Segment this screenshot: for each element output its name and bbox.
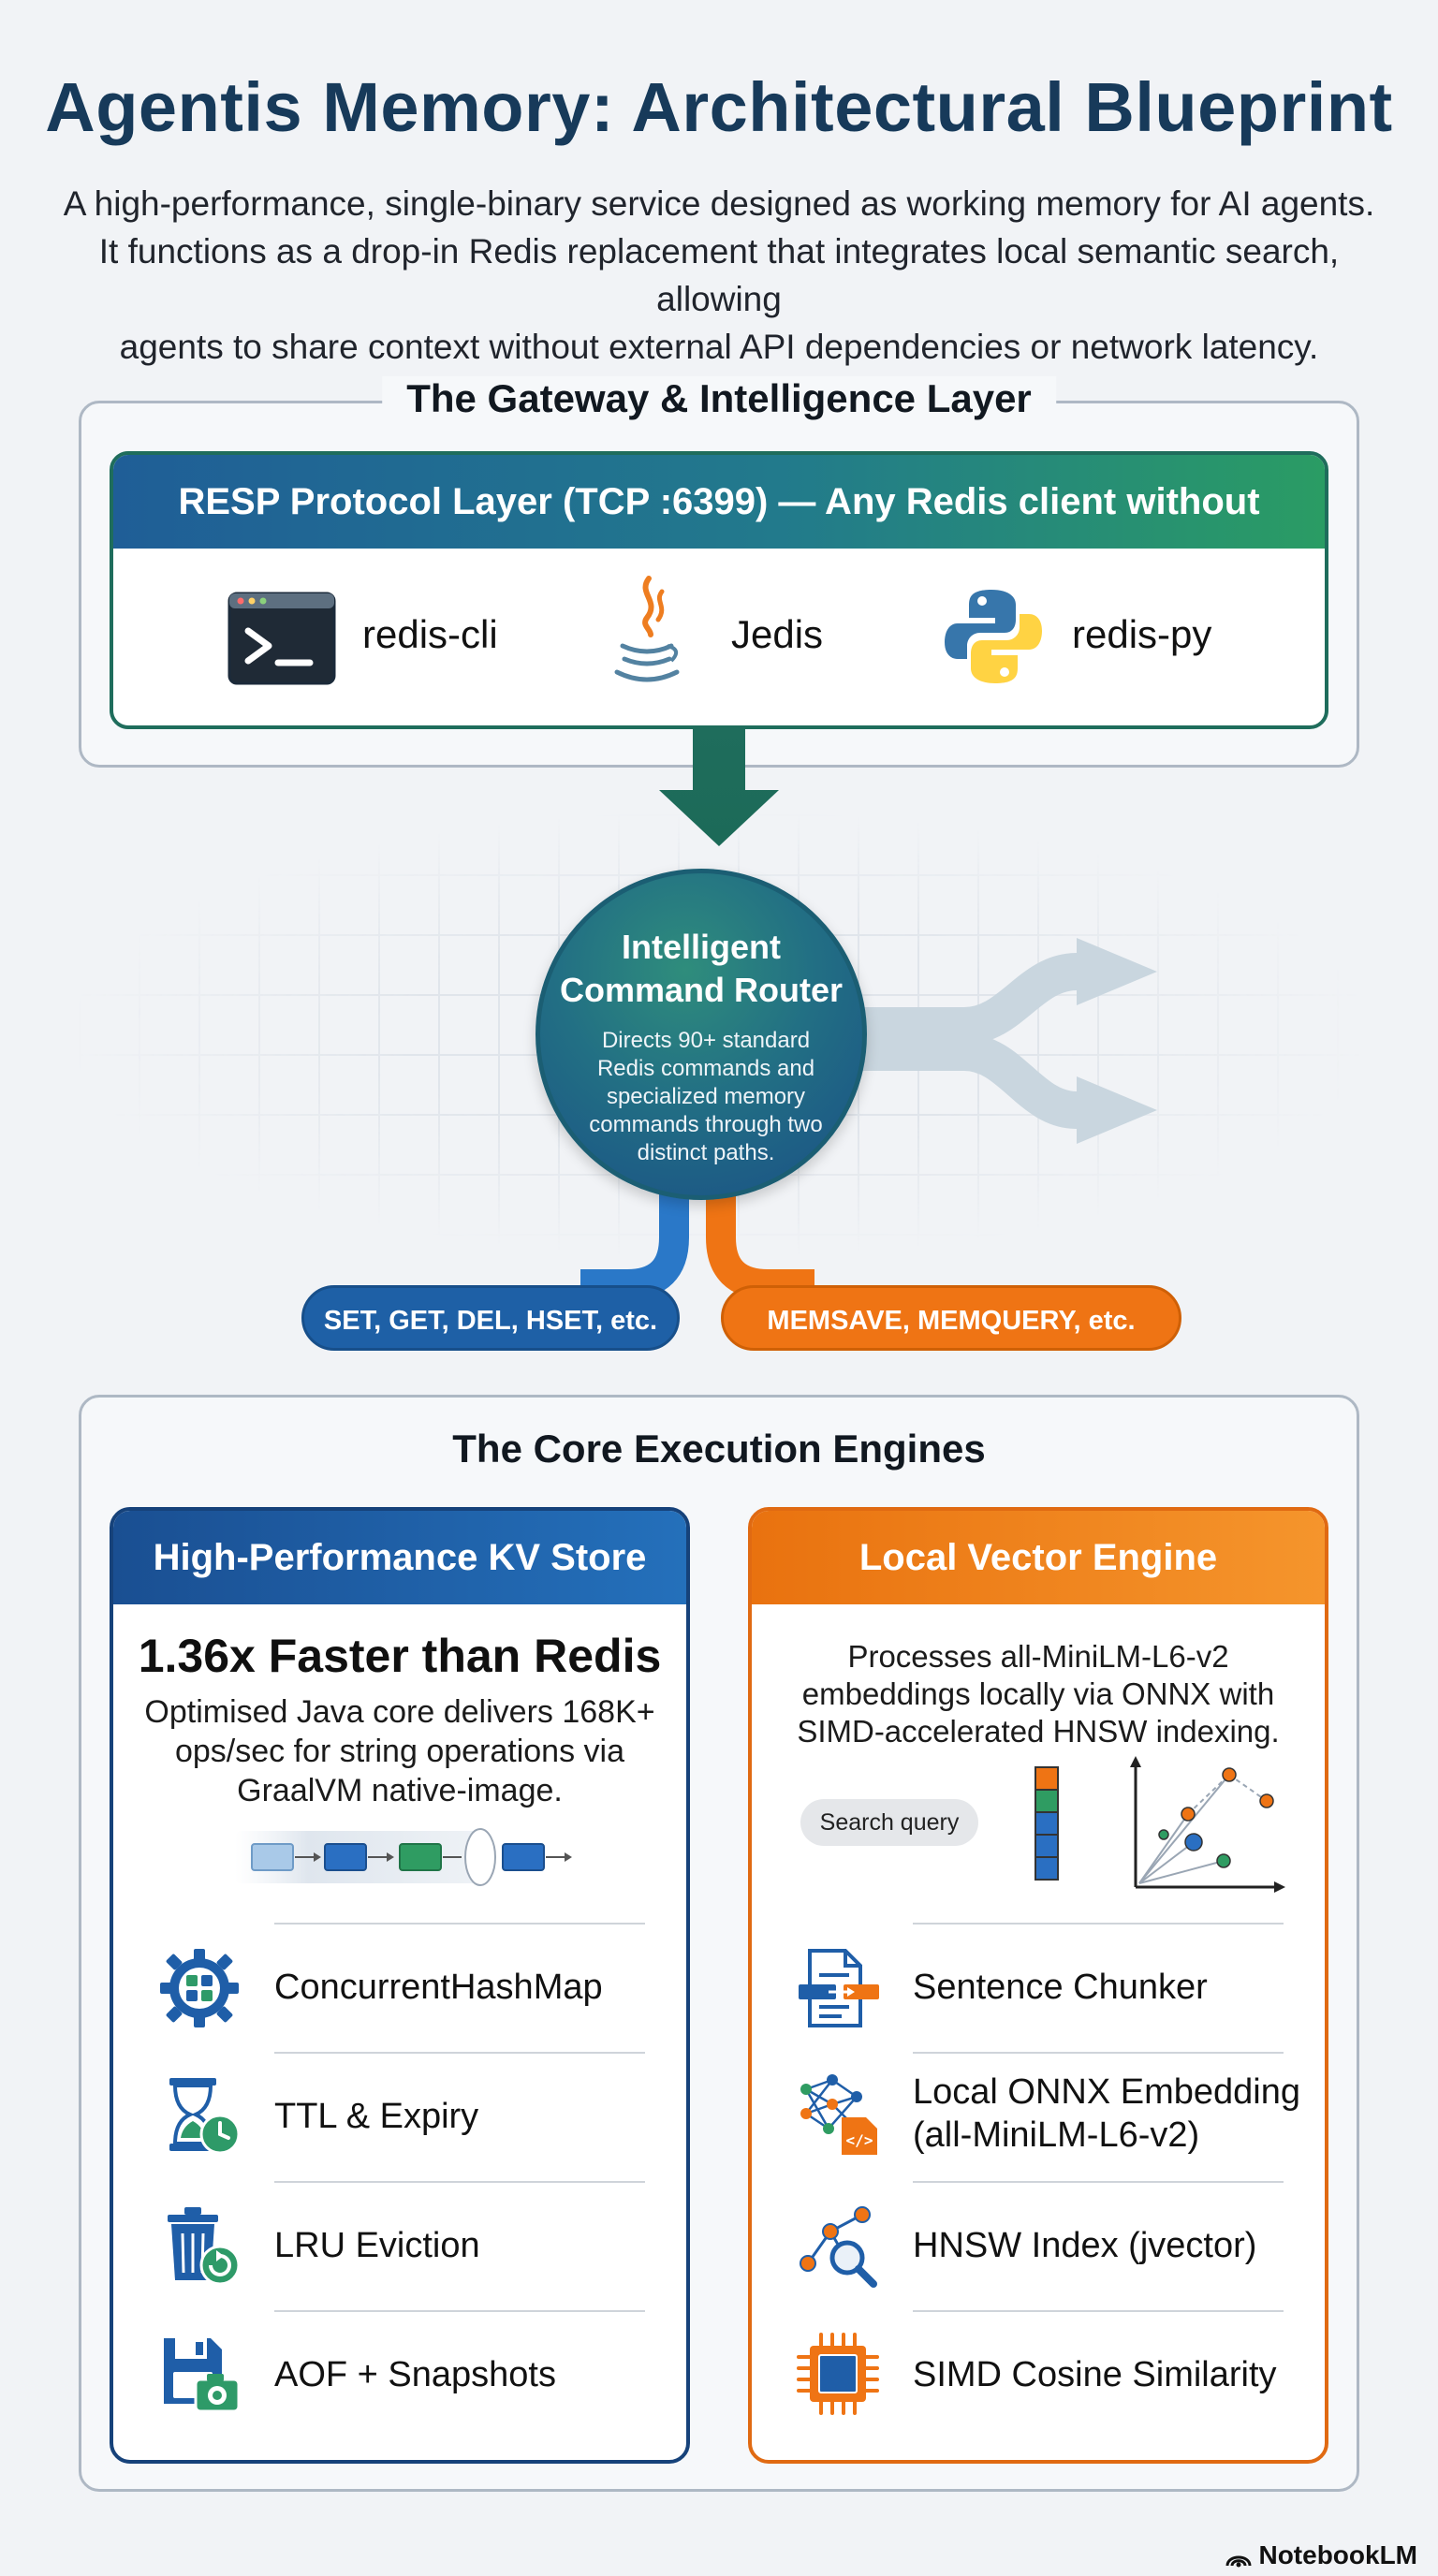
terminal-icon — [227, 592, 336, 685]
vector-feature-label: SIMD Cosine Similarity — [913, 2355, 1277, 2394]
search-query-pill: Search query — [800, 1799, 978, 1846]
vector-engine-title: Local Vector Engine — [752, 1511, 1325, 1604]
divider — [913, 2181, 1284, 2183]
kv-feature-label: AOF + Snapshots — [274, 2355, 556, 2394]
pipeline-icon — [235, 1828, 572, 1886]
resp-protocol-label: RESP Protocol Layer (TCP :6399) — Any Re… — [113, 455, 1325, 616]
route-pill-kv: SET, GET, DEL, HSET, etc. — [301, 1285, 680, 1351]
engines-section-title: The Core Execution Engines — [452, 1427, 986, 1471]
trash-recycle-icon — [168, 2207, 241, 2286]
subtitle-line: agents to share context without external… — [119, 328, 1319, 366]
branding: NotebookLM — [1225, 2540, 1417, 2570]
document-chunk-icon — [799, 1949, 879, 2027]
client-label-redis-py: redis-py — [1072, 612, 1212, 656]
neural-network-icon: </> — [800, 2074, 877, 2155]
branding-label: NotebookLM — [1258, 2540, 1417, 2569]
kv-feature-label: LRU Eviction — [274, 2226, 480, 2265]
svg-text:</>: </> — [846, 2131, 873, 2149]
kv-store-card: High-Performance KV Store 1.36x Faster t… — [110, 1507, 690, 2464]
vector-description: Processes all-MiniLM-L6-v2 embeddings lo… — [797, 1639, 1280, 1749]
kv-feature-label: ConcurrentHashMap — [274, 1968, 603, 2007]
divider — [274, 2052, 645, 2054]
divider — [274, 2181, 645, 2183]
kv-headline: 1.36x Faster than Redis — [138, 1630, 662, 1682]
embedding-vector-icon — [1034, 1766, 1059, 1881]
notebooklm-logo-icon — [1225, 2555, 1252, 2568]
client-label-redis-cli: redis-cli — [362, 612, 498, 656]
vector-space-icon — [1130, 1756, 1285, 1893]
divider — [913, 1923, 1284, 1925]
gear-grid-icon — [160, 1949, 239, 2027]
divider — [274, 1923, 645, 1925]
page-subtitle: A high-performance, single-binary servic… — [56, 180, 1382, 371]
chip-icon — [797, 2333, 879, 2415]
router-title: Intelligent Command Router — [559, 928, 843, 1009]
divider — [274, 2310, 645, 2312]
client-label-jedis: Jedis — [731, 612, 824, 656]
subtitle-line: It functions as a drop-in Redis replacem… — [98, 232, 1340, 318]
kv-description: Optimised Java core delivers 168K+ ops/s… — [144, 1694, 655, 1808]
resp-protocol-layer: RESP Protocol Layer (TCP :6399) — Any Re… — [110, 451, 1328, 729]
down-arrow-icon — [659, 728, 779, 846]
page-title: Agentis Memory: Architectural Blueprint — [45, 68, 1393, 146]
vector-feature-label: Sentence Chunker — [913, 1968, 1208, 2007]
branch-arrows-icon — [843, 938, 1157, 1144]
divider — [913, 2310, 1284, 2312]
floppy-camera-icon — [164, 2338, 241, 2413]
vector-feature-label: HNSW Index (jvector) — [913, 2226, 1257, 2265]
gateway-section-title: The Gateway & Intelligence Layer — [382, 376, 1056, 421]
vector-engine-card: Local Vector Engine Processes all-MiniLM… — [748, 1507, 1328, 2464]
route-connectors — [580, 1178, 814, 1299]
hourglass-icon — [169, 2078, 241, 2155]
command-router: Intelligent Command Router Directs 90+ s… — [536, 869, 867, 1200]
java-icon — [614, 576, 680, 682]
subtitle-line: A high-performance, single-binary servic… — [63, 184, 1375, 223]
route-pill-memory: MEMSAVE, MEMQUERY, etc. — [721, 1285, 1181, 1351]
kv-store-title: High-Performance KV Store — [113, 1511, 686, 1604]
divider — [913, 2052, 1284, 2054]
python-icon — [945, 590, 1042, 683]
kv-feature-label: TTL & Expiry — [274, 2097, 479, 2136]
router-description: Directs 90+ standard Redis commands and … — [589, 1028, 823, 1165]
graph-search-icon — [800, 2206, 877, 2288]
vector-feature-label: Local ONNX Embedding (all-MiniLM-L6-v2) — [913, 2072, 1300, 2155]
